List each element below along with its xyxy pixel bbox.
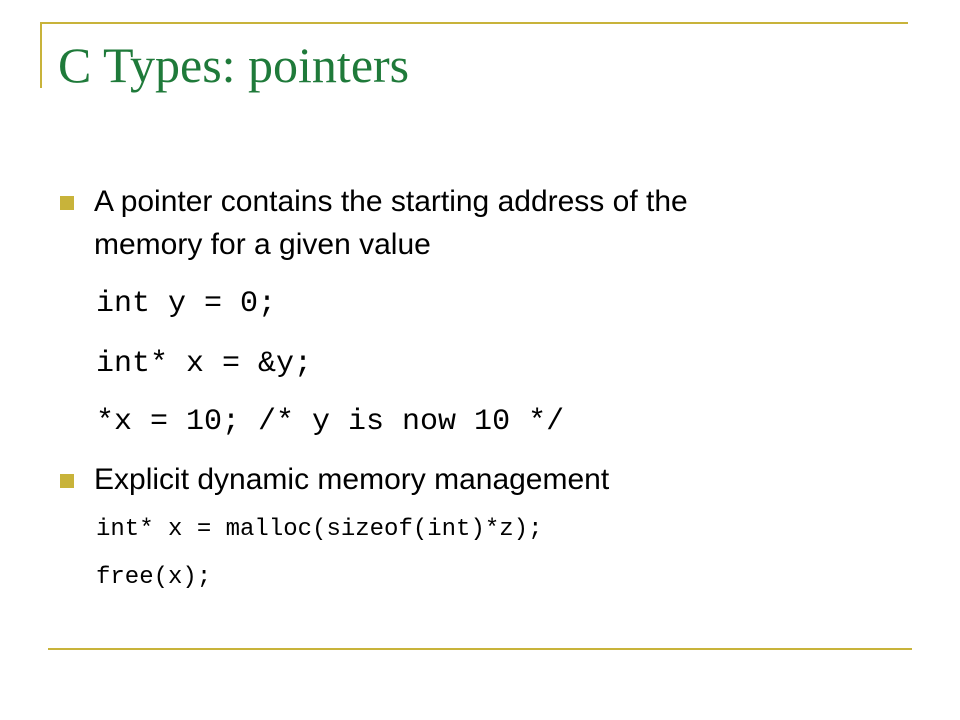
code-line: *x = 10; /* y is now 10 */ (96, 405, 565, 439)
bullet-text-line-1: A pointer contains the starting address … (94, 185, 688, 218)
code-line: int* x = &y; (96, 347, 313, 381)
bottom-rule (48, 648, 912, 650)
top-rule (40, 22, 908, 24)
square-bullet-icon (60, 474, 74, 488)
left-rule (40, 22, 42, 88)
code-line: int y = 0; (96, 287, 277, 321)
bullet-text-line-1: Explicit dynamic memory management (94, 463, 610, 496)
code-line: free(x); (96, 564, 212, 591)
square-bullet-icon (60, 196, 74, 210)
bullet-text-line-2: memory for a given value (94, 228, 431, 261)
slide-title: C Types: pointers (58, 37, 410, 93)
code-line: int* x = malloc(sizeof(int)*z); (96, 516, 543, 543)
